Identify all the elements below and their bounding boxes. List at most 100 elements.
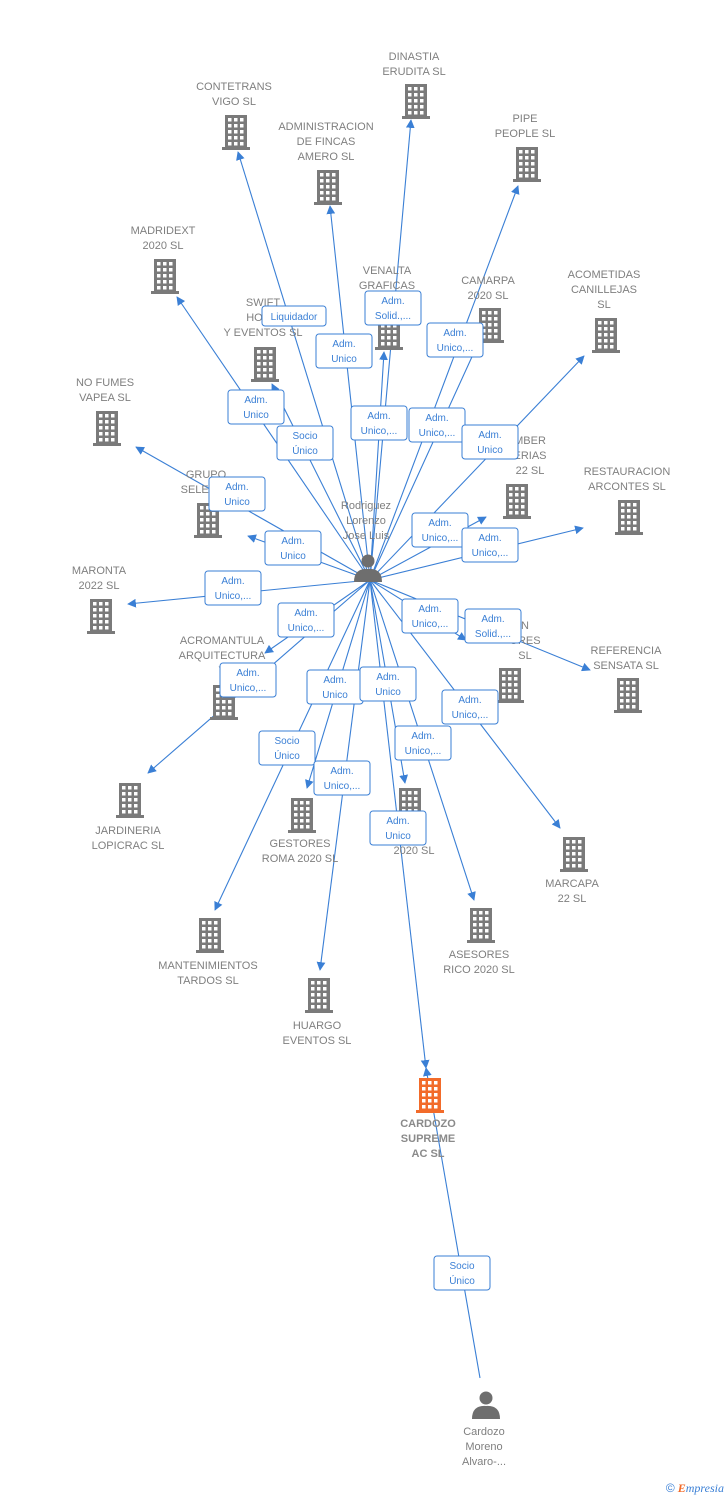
edge-rodriguez-to-acometidas [369,355,585,581]
edge-rodriguez-to-madridext [176,296,371,581]
node-label: ACROMANTULA [180,635,265,647]
relation-label-text: Unico,... [437,343,474,354]
relation-label[interactable]: Adm.Solid.,... [364,290,422,326]
building-icon[interactable] [222,115,250,150]
building-icon[interactable] [288,798,316,833]
relation-label[interactable]: Adm.Unico,... [277,602,335,638]
relation-label-text: Unico [322,690,348,701]
relation-label[interactable]: Adm.Unico,... [401,598,459,634]
building-icon[interactable] [314,170,342,205]
building-icon[interactable] [513,147,541,182]
building-icon[interactable] [116,783,144,818]
person-icon[interactable] [354,554,382,583]
relation-label[interactable]: Adm. Unico [359,666,417,702]
node-label: Moreno [465,1441,502,1453]
relation-label[interactable]: Adm.Unico [264,530,322,566]
relation-label[interactable]: Adm.Unico [227,389,285,425]
relation-label[interactable]: Adm.Unico [369,810,427,846]
node-label: ASESORES [449,949,510,961]
node-label: MARONTA [72,565,127,577]
relation-label[interactable]: Adm.Unico [461,424,519,460]
building-icon[interactable] [615,500,643,535]
relation-label-text: Adm. [418,604,441,615]
relation-label[interactable]: Adm.Unico,... [350,405,408,441]
relation-label[interactable]: Adm.Unico,... [313,760,371,796]
building-icon[interactable] [560,837,588,872]
relation-label-text: Adm. [478,533,501,544]
node-label: MARCAPA [545,878,599,890]
building-icon[interactable] [93,411,121,446]
relation-label[interactable]: Adm.Unico [315,333,373,369]
relation-label-text: Adm. [376,672,399,683]
relation-label-text: Adm. [443,328,466,339]
relation-label-text: Unico [331,354,357,365]
relation-label[interactable]: Adm.Unico [306,669,364,705]
relation-label[interactable]: Adm.Unico,... [394,725,452,761]
building-icon[interactable] [496,668,524,703]
relation-label[interactable]: Adm.Unico,... [461,527,519,563]
relation-label[interactable]: Adm.Solid.,... [464,608,522,644]
relation-label[interactable]: Adm.Unico,... [219,662,277,698]
edge-cardozo_moreno-to-cardozo_supreme [423,1067,481,1379]
person-icon[interactable] [472,1391,500,1420]
node-label: Cardozo [463,1426,505,1438]
building-icon[interactable] [467,908,495,943]
node-label: Rodriguez [341,500,391,512]
node-label: TARDOS SL [177,975,239,987]
building-icon[interactable] [476,308,504,343]
building-icon[interactable] [151,259,179,294]
relation-label[interactable]: Adm.Unico,... [204,570,262,606]
node-label: AC SL [412,1148,445,1160]
relation-label[interactable]: Adm. Unico,... [426,322,484,358]
node-label: SL [597,299,610,311]
building-icon[interactable] [196,918,224,953]
relation-label[interactable]: Liquidador [261,305,327,327]
relation-label-text: Adm. [458,695,481,706]
relation-label-text: Unico,... [405,746,442,757]
relation-label[interactable]: Adm.Unico,... [411,512,469,548]
relation-label-text: Unico,... [422,533,459,544]
building-icon[interactable] [402,84,430,119]
relation-label[interactable]: Adm.Unico [208,476,266,512]
node-label: VIGO SL [212,96,256,108]
relation-label-text: Unico,... [215,591,252,602]
node-label: NO FUMES [76,377,134,389]
edge-rodriguez-to-contetrans [236,151,371,581]
building-icon[interactable] [251,347,279,382]
brand-initial: E [677,1481,686,1495]
building-icon[interactable] [592,318,620,353]
relation-label-text: Unico [375,687,401,698]
relation-label[interactable]: Adm.Unico,... [441,689,499,725]
building-icon[interactable] [305,978,333,1013]
node-cardozo_moreno[interactable]: CardozoMorenoAlvaro-... [462,1391,506,1469]
relation-label[interactable]: Adm.Unico,... [408,407,466,443]
node-label: Jose Luis [343,530,390,542]
building-icon[interactable] [416,1078,444,1113]
building-icon[interactable] [503,484,531,519]
building-icon[interactable] [614,678,642,713]
building-icon[interactable] [87,599,115,634]
